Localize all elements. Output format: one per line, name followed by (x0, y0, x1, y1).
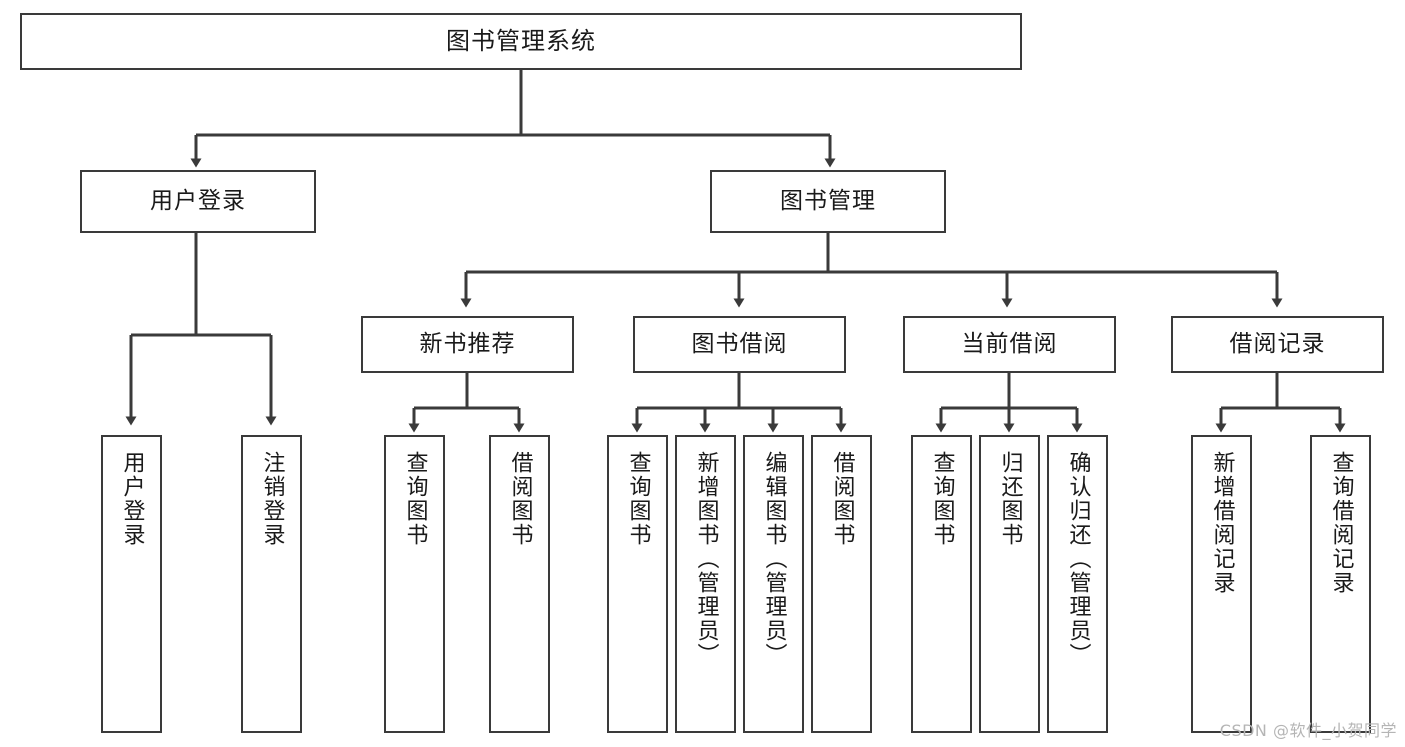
node-book-borrow[interactable]: 图书借阅 (633, 316, 846, 373)
node-label: 查询图书 (929, 451, 955, 547)
node-label: 新增图书（管理员） (693, 451, 719, 667)
node-label: 查询图书 (625, 451, 651, 547)
leaf-recommend-borrow-book[interactable]: 借阅图书 (489, 435, 550, 733)
node-label: 注销登录 (259, 451, 285, 547)
node-label: 借阅图书 (829, 451, 855, 547)
node-current-borrow[interactable]: 当前借阅 (903, 316, 1116, 373)
node-label: 新增借阅记录 (1209, 451, 1235, 595)
node-label: 当前借阅 (961, 331, 1058, 358)
node-root-system[interactable]: 图书管理系统 (20, 13, 1022, 70)
node-label: 图书借阅 (691, 331, 788, 358)
node-label: 用户登录 (119, 451, 145, 547)
node-label: 图书管理系统 (446, 26, 596, 55)
leaf-user-login-login[interactable]: 用户登录 (101, 435, 162, 733)
leaf-borrow-query-book[interactable]: 查询图书 (607, 435, 668, 733)
node-label: 查询借阅记录 (1328, 451, 1354, 595)
node-label: 查询图书 (402, 451, 428, 547)
leaf-borrow-borrow-book[interactable]: 借阅图书 (811, 435, 872, 733)
watermark-text: CSDN @软件_小贺同学 (1219, 721, 1397, 740)
node-label: 用户登录 (150, 188, 246, 215)
leaf-current-query-book[interactable]: 查询图书 (911, 435, 972, 733)
leaf-recommend-query-book[interactable]: 查询图书 (384, 435, 445, 733)
leaf-record-add-record[interactable]: 新增借阅记录 (1191, 435, 1252, 733)
node-label: 图书管理 (780, 188, 876, 215)
node-book-management[interactable]: 图书管理 (710, 170, 946, 233)
node-label: 借阅记录 (1229, 331, 1326, 358)
node-label: 确认归还（管理员） (1065, 451, 1091, 667)
leaf-user-login-logout[interactable]: 注销登录 (241, 435, 302, 733)
leaf-borrow-edit-book-admin[interactable]: 编辑图书（管理员） (743, 435, 804, 733)
node-label: 编辑图书（管理员） (761, 451, 787, 667)
node-label: 归还图书 (997, 451, 1023, 547)
leaf-record-query-record[interactable]: 查询借阅记录 (1310, 435, 1371, 733)
leaf-borrow-add-book-admin[interactable]: 新增图书（管理员） (675, 435, 736, 733)
node-borrow-record[interactable]: 借阅记录 (1171, 316, 1384, 373)
leaf-current-return-book[interactable]: 归还图书 (979, 435, 1040, 733)
node-label: 借阅图书 (507, 451, 533, 547)
node-new-book-recommend[interactable]: 新书推荐 (361, 316, 574, 373)
leaf-current-confirm-return-admin[interactable]: 确认归还（管理员） (1047, 435, 1108, 733)
node-label: 新书推荐 (419, 331, 516, 358)
node-user-login[interactable]: 用户登录 (80, 170, 316, 233)
